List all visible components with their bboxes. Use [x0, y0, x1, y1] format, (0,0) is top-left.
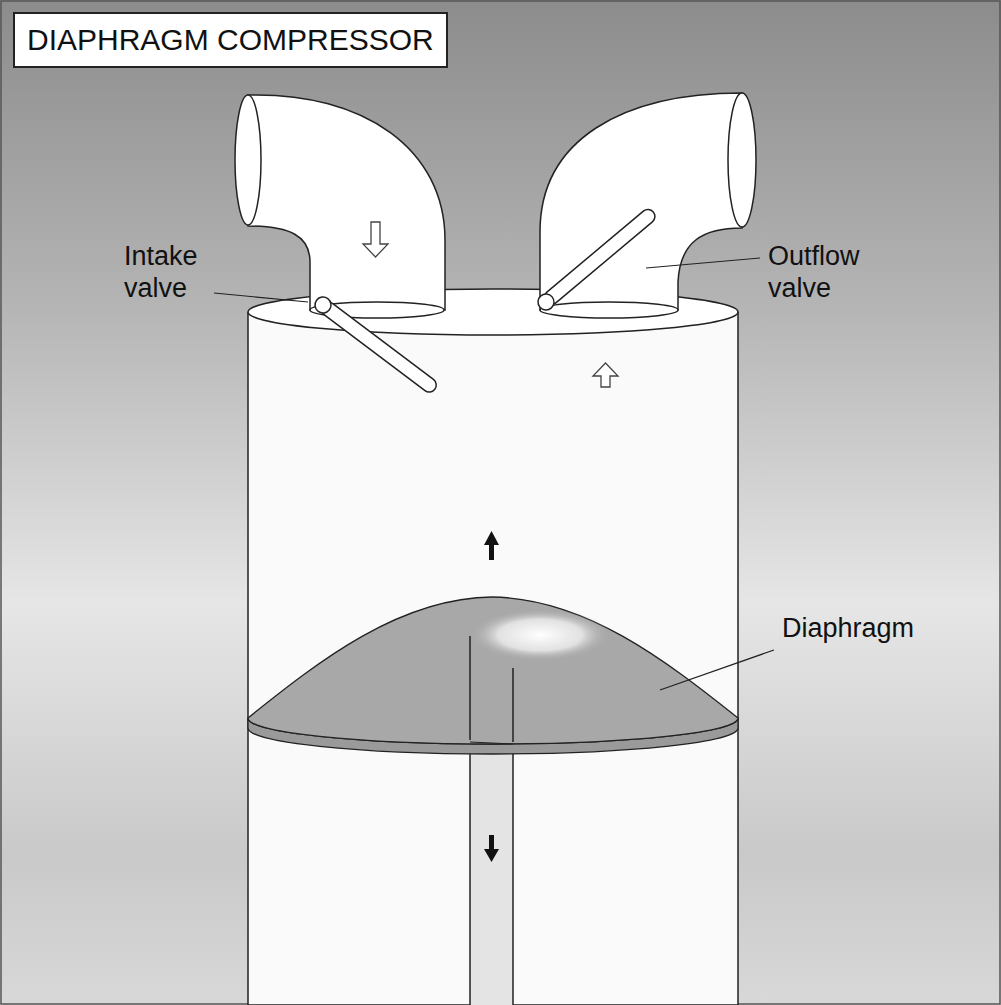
leader-line [660, 650, 774, 690]
outflow-pipe [540, 93, 742, 310]
motion-arrow-up [484, 531, 499, 560]
rod-edge [469, 636, 471, 740]
leader-line [646, 258, 760, 268]
motion-arrow-down [484, 835, 499, 862]
cylinder-body [248, 312, 738, 1005]
piston-rod [470, 740, 513, 1005]
outflow-port [540, 302, 678, 318]
title: DIAPHRAGM COMPRESSOR [13, 12, 448, 68]
intake-flow-arrow [363, 222, 388, 257]
rod-edge [512, 668, 514, 742]
rod-joint [470, 742, 513, 744]
diaphragm-dome [248, 597, 738, 744]
intake-pipe-opening [235, 95, 261, 225]
part-label: Outflow valve [768, 240, 908, 304]
outflow-pipe-opening [728, 93, 756, 227]
leader-line [214, 293, 308, 302]
part-label: Intake valve [124, 240, 236, 304]
outflow-flow-arrow [593, 363, 618, 387]
intake-valve-flap [312, 294, 440, 396]
intake-pipe [248, 95, 445, 310]
part-label: Diaphragm [782, 612, 982, 644]
diaphragm-highlight [470, 609, 610, 661]
outflow-valve-flap [535, 206, 659, 313]
